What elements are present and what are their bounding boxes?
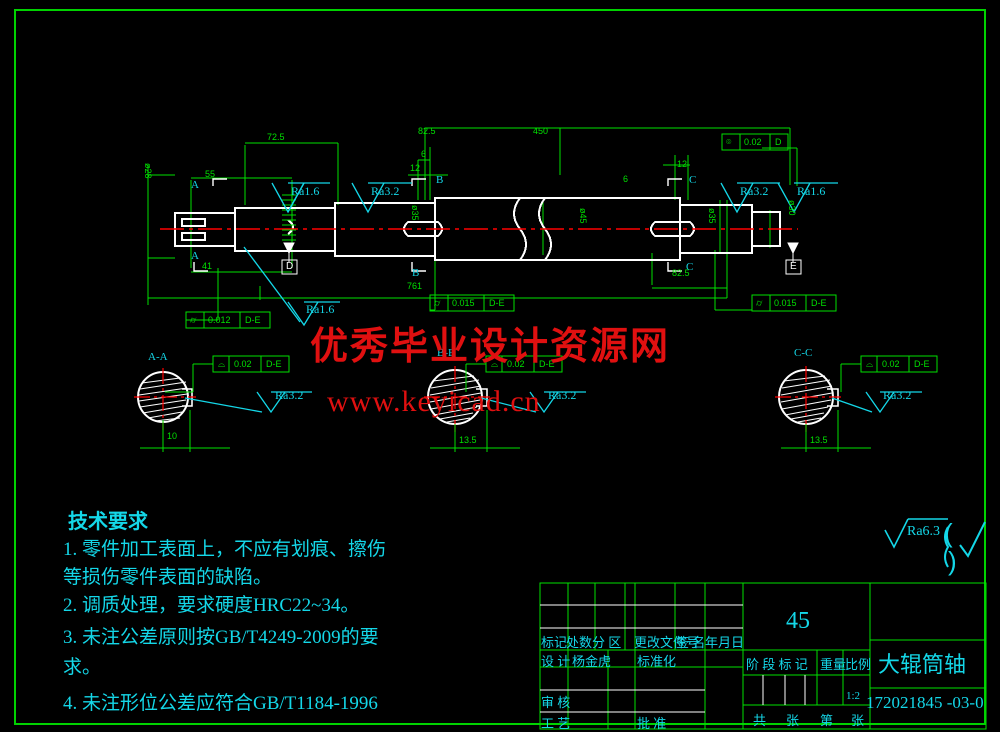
title-block-sheet-no-label: 第 xyxy=(820,713,834,728)
dim-len82-5-right: 82.5 xyxy=(672,268,690,278)
title-block-drawing-code: 172021845 -03-0 xyxy=(866,693,984,712)
title-block-reviewer-role: 审 核 xyxy=(541,695,571,710)
tolerance-frame-mid-value: 0.015 xyxy=(452,298,475,308)
title-block-rev-header-3: 更改文件号 xyxy=(634,635,700,650)
tech-requirements-line-6: 4. 未注形位公差应符合GB/T1184-1996 xyxy=(63,693,378,714)
section-label-c-c: C-C xyxy=(794,347,813,359)
section-c-width-dim: 13.5 xyxy=(810,435,828,445)
dim-len450: 450 xyxy=(533,126,549,136)
section-a-tolerance-value: 0.02 xyxy=(234,359,252,369)
title-block-scale-label: 比例 xyxy=(845,657,872,672)
tolerance-frame-left-symbol: ⌭ xyxy=(190,315,197,325)
tech-requirements-line-5: 求。 xyxy=(63,657,102,678)
dim-dia30: ø30 xyxy=(787,200,797,216)
tolerance-frame-top-datum: D xyxy=(775,137,782,147)
section-b-tolerance-symbol: ⌓ xyxy=(491,359,499,369)
tech-requirements-line-2: 等损伤零件表面的缺陷。 xyxy=(63,567,273,588)
dim-len41: 41 xyxy=(202,261,213,271)
roughness-ra1-6-lower: Ra1.6 xyxy=(306,302,335,316)
section-mark-c-top: C xyxy=(689,174,697,186)
general-roughness-paren-open: ( xyxy=(944,518,953,548)
section-a-roughness: Ra3.2 xyxy=(275,388,304,402)
section-mark-c-bottom: C xyxy=(686,261,694,273)
title-block-rev-header-5: 年月日 xyxy=(705,635,745,650)
datum-label-d: D xyxy=(286,261,294,272)
section-label-b-b: B-B xyxy=(437,347,456,359)
dim-len55: 55 xyxy=(205,169,216,179)
tolerance-frame-left-datum: D-E xyxy=(245,315,261,325)
section-mark-b-bottom: B xyxy=(412,267,420,279)
dim-len12b: 12 xyxy=(677,159,688,169)
section-b-tolerance-value: 0.02 xyxy=(507,359,525,369)
tech-requirements-line-4: 3. 未注公差原则按GB/T4249-2009的要 xyxy=(63,627,379,648)
title-block-scale-value: 1:2 xyxy=(846,690,861,702)
section-mark-a-bottom: A xyxy=(191,250,199,262)
section-c-tolerance-value: 0.02 xyxy=(882,359,900,369)
title-block-sheet-total-unit: 张 xyxy=(786,713,800,728)
title-block-designer-name: 杨金虎 xyxy=(572,654,612,669)
title-block-material: 45 xyxy=(786,608,810,634)
section-mark-a-top: A xyxy=(191,179,199,191)
title-block-designer-role: 设 计 xyxy=(541,654,571,669)
watermark-site-url: www.keyicad.cn xyxy=(327,385,541,418)
general-roughness-value: Ra6.3 xyxy=(907,524,941,539)
tolerance-frame-right-datum: D-E xyxy=(811,298,827,308)
dim-dia45: ø45 xyxy=(578,208,588,224)
section-c-tolerance-symbol: ⌓ xyxy=(866,359,874,369)
section-label-a-a: A-A xyxy=(148,351,168,363)
title-block-rev-header-0: 标记 xyxy=(541,635,568,650)
tolerance-frame-mid-datum: D-E xyxy=(489,298,505,308)
title-block-part-name: 大辊筒轴 xyxy=(878,652,967,677)
section-c-roughness: Ra3.2 xyxy=(883,388,912,402)
dim-dia28: ø28 xyxy=(143,163,153,179)
section-b-tolerance-datum: D-E xyxy=(539,359,555,369)
title-block-rev-header-2: 分 区 xyxy=(592,635,622,650)
title-block-standardization-label: 标准化 xyxy=(637,654,677,669)
tolerance-frame-top-symbol: ⌾ xyxy=(726,137,732,147)
tech-requirements-title: 技术要求 xyxy=(68,511,148,533)
section-mark-b-top: B xyxy=(436,174,444,186)
section-b-roughness: Ra3.2 xyxy=(548,388,577,402)
tolerance-frame-right-symbol: ⌭ xyxy=(756,298,763,308)
title-block-process-role: 工 艺 xyxy=(541,716,571,731)
dim-len72-5: 72.5 xyxy=(267,132,285,142)
section-a-tolerance-datum: D-E xyxy=(266,359,282,369)
roughness-ra3-2-mid: Ra3.2 xyxy=(371,184,400,198)
dim-dia35-right: ø35 xyxy=(707,208,717,224)
roughness-ra1-6-right: Ra1.6 xyxy=(797,184,826,198)
dim-dia35: ø35 xyxy=(410,205,420,221)
section-a-tolerance-symbol: ⌓ xyxy=(218,359,226,369)
section-b-width-dim: 13.5 xyxy=(459,435,477,445)
title-block-approve-role: 批 准 xyxy=(637,716,667,731)
dim-len6b: 6 xyxy=(623,174,629,184)
watermark-site-name: 优秀毕业设计资源网 xyxy=(310,324,671,368)
title-block-sheet-no-unit: 张 xyxy=(851,713,865,728)
dim-len761: 761 xyxy=(407,281,423,291)
title-block-stage-label: 阶 段 标 记 xyxy=(746,657,808,672)
title-block-rev-header-1: 处数 xyxy=(566,635,593,650)
general-roughness-paren-close: ) xyxy=(948,546,957,576)
dim-len12a: 12 xyxy=(410,163,421,173)
datum-label-e: E xyxy=(790,261,797,272)
drawing-border-frame xyxy=(14,9,986,725)
title-block-rev-header-4: 签 名 xyxy=(676,635,706,650)
roughness-ra3-2-right: Ra3.2 xyxy=(740,184,769,198)
tolerance-frame-mid-symbol: ⌭ xyxy=(434,298,441,308)
roughness-ra1-6-left: Ra1.6 xyxy=(291,184,320,198)
dim-len6a: 6 xyxy=(421,149,427,159)
section-c-tolerance-datum: D-E xyxy=(914,359,930,369)
tolerance-frame-right-value: 0.015 xyxy=(774,298,797,308)
dim-len82-5: 82.5 xyxy=(418,126,436,136)
tech-requirements-line-3: 2. 调质处理，要求硬度HRC22~34。 xyxy=(63,595,360,616)
title-block-sheet-total-label: 共 xyxy=(753,713,767,728)
section-a-width-dim: 10 xyxy=(167,431,178,441)
title-block-weight-label: 重量 xyxy=(820,657,847,672)
tolerance-frame-top-value: 0.02 xyxy=(744,137,762,147)
tolerance-frame-left-value: 0.012 xyxy=(208,315,231,325)
tech-requirements-line-1: 1. 零件加工表面上，不应有划痕、擦伤 xyxy=(63,539,387,560)
